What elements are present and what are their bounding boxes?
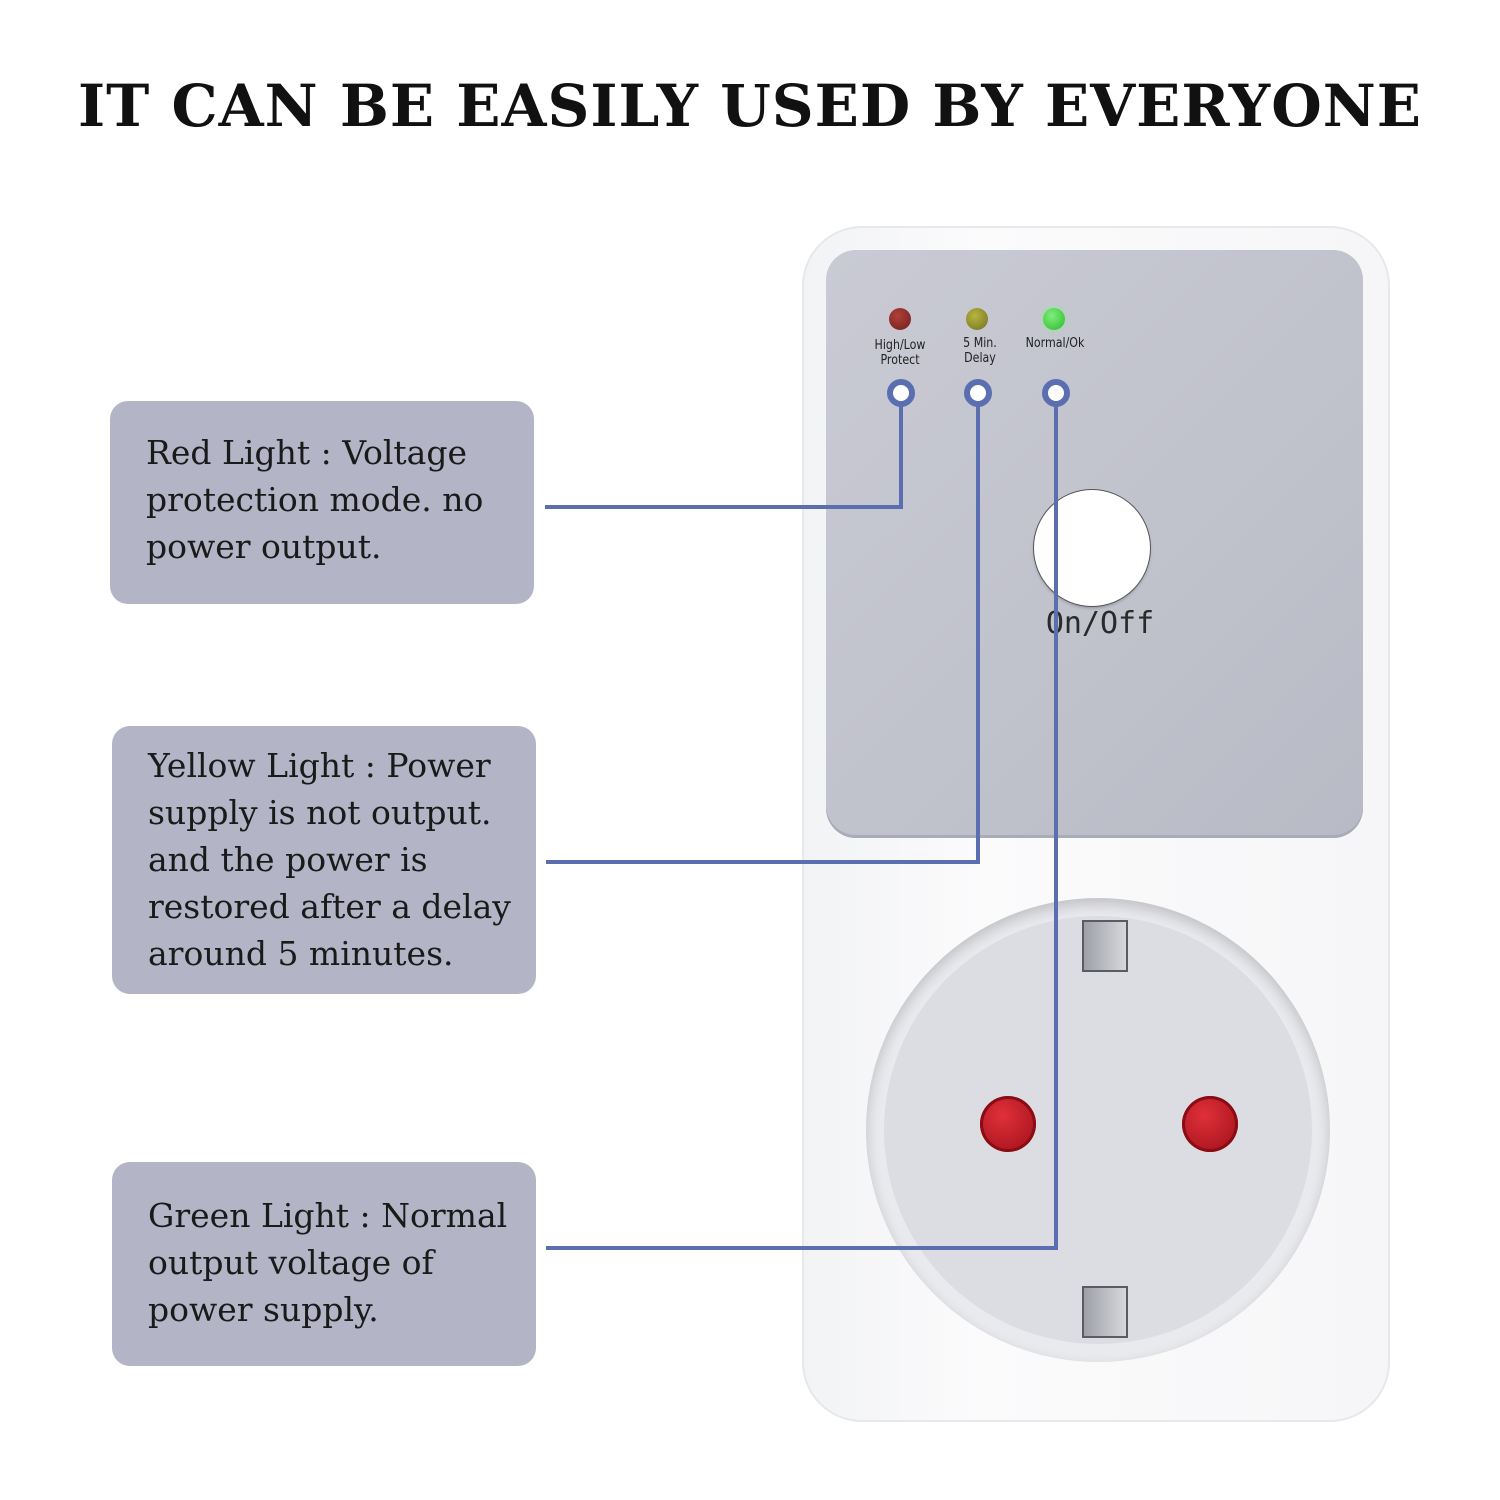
callout-text-line: restored after a delay xyxy=(148,887,511,926)
led-label-line: Delay xyxy=(964,351,996,366)
led-label-line: Protect xyxy=(880,353,920,368)
callout-red-light: Red Light : Voltage protection mode. no … xyxy=(110,401,534,604)
socket-recess xyxy=(884,916,1312,1344)
led-label-line: High/Low xyxy=(874,338,926,353)
callout-text-line: output voltage of xyxy=(148,1243,434,1282)
callout-text-line: around 5 minutes. xyxy=(148,934,454,973)
socket-hole-right xyxy=(1182,1096,1238,1152)
callout-text-line: power supply. xyxy=(148,1290,379,1329)
callout-text-line: supply is not output. xyxy=(148,793,492,832)
connector-dot-green xyxy=(1042,379,1070,407)
green-led-indicator xyxy=(1043,308,1065,330)
led-label-high-low-protect: High/Low Protect xyxy=(864,338,935,368)
ground-clip-top xyxy=(1082,920,1128,972)
connector-yellow xyxy=(546,394,980,864)
socket-hole-left xyxy=(980,1096,1036,1152)
callout-text-line: Yellow Light : Power xyxy=(148,746,491,785)
headline: IT CAN BE EASILY USED BY EVERYONE xyxy=(78,72,1422,140)
red-led-indicator xyxy=(889,308,911,330)
callout-yellow-light: Yellow Light : Power supply is not outpu… xyxy=(112,726,536,994)
callout-text-line: and the power is xyxy=(148,840,428,879)
connector-dot-yellow xyxy=(964,379,992,407)
connector-red xyxy=(545,394,903,509)
connector-dot-red xyxy=(887,379,915,407)
led-label-line: 5 Min. xyxy=(963,336,997,351)
led-label-line: Normal/Ok xyxy=(1025,336,1085,351)
connector-green xyxy=(546,394,1058,1250)
yellow-led-indicator xyxy=(966,308,988,330)
callout-text-line: Red Light : Voltage xyxy=(146,433,468,472)
on-off-button[interactable] xyxy=(1034,490,1150,606)
callout-text-line: protection mode. no xyxy=(146,480,484,519)
led-label-normal-ok: Normal/Ok xyxy=(1017,336,1094,351)
led-label-5-min-delay: 5 Min. Delay xyxy=(950,336,1010,366)
callout-text-line: Green Light : Normal xyxy=(148,1196,508,1235)
callout-green-light: Green Light : Normal output voltage of p… xyxy=(112,1162,536,1366)
ground-clip-bottom xyxy=(1082,1286,1128,1338)
callout-text-line: power output. xyxy=(146,527,382,566)
on-off-label: On/Off xyxy=(1045,606,1155,641)
